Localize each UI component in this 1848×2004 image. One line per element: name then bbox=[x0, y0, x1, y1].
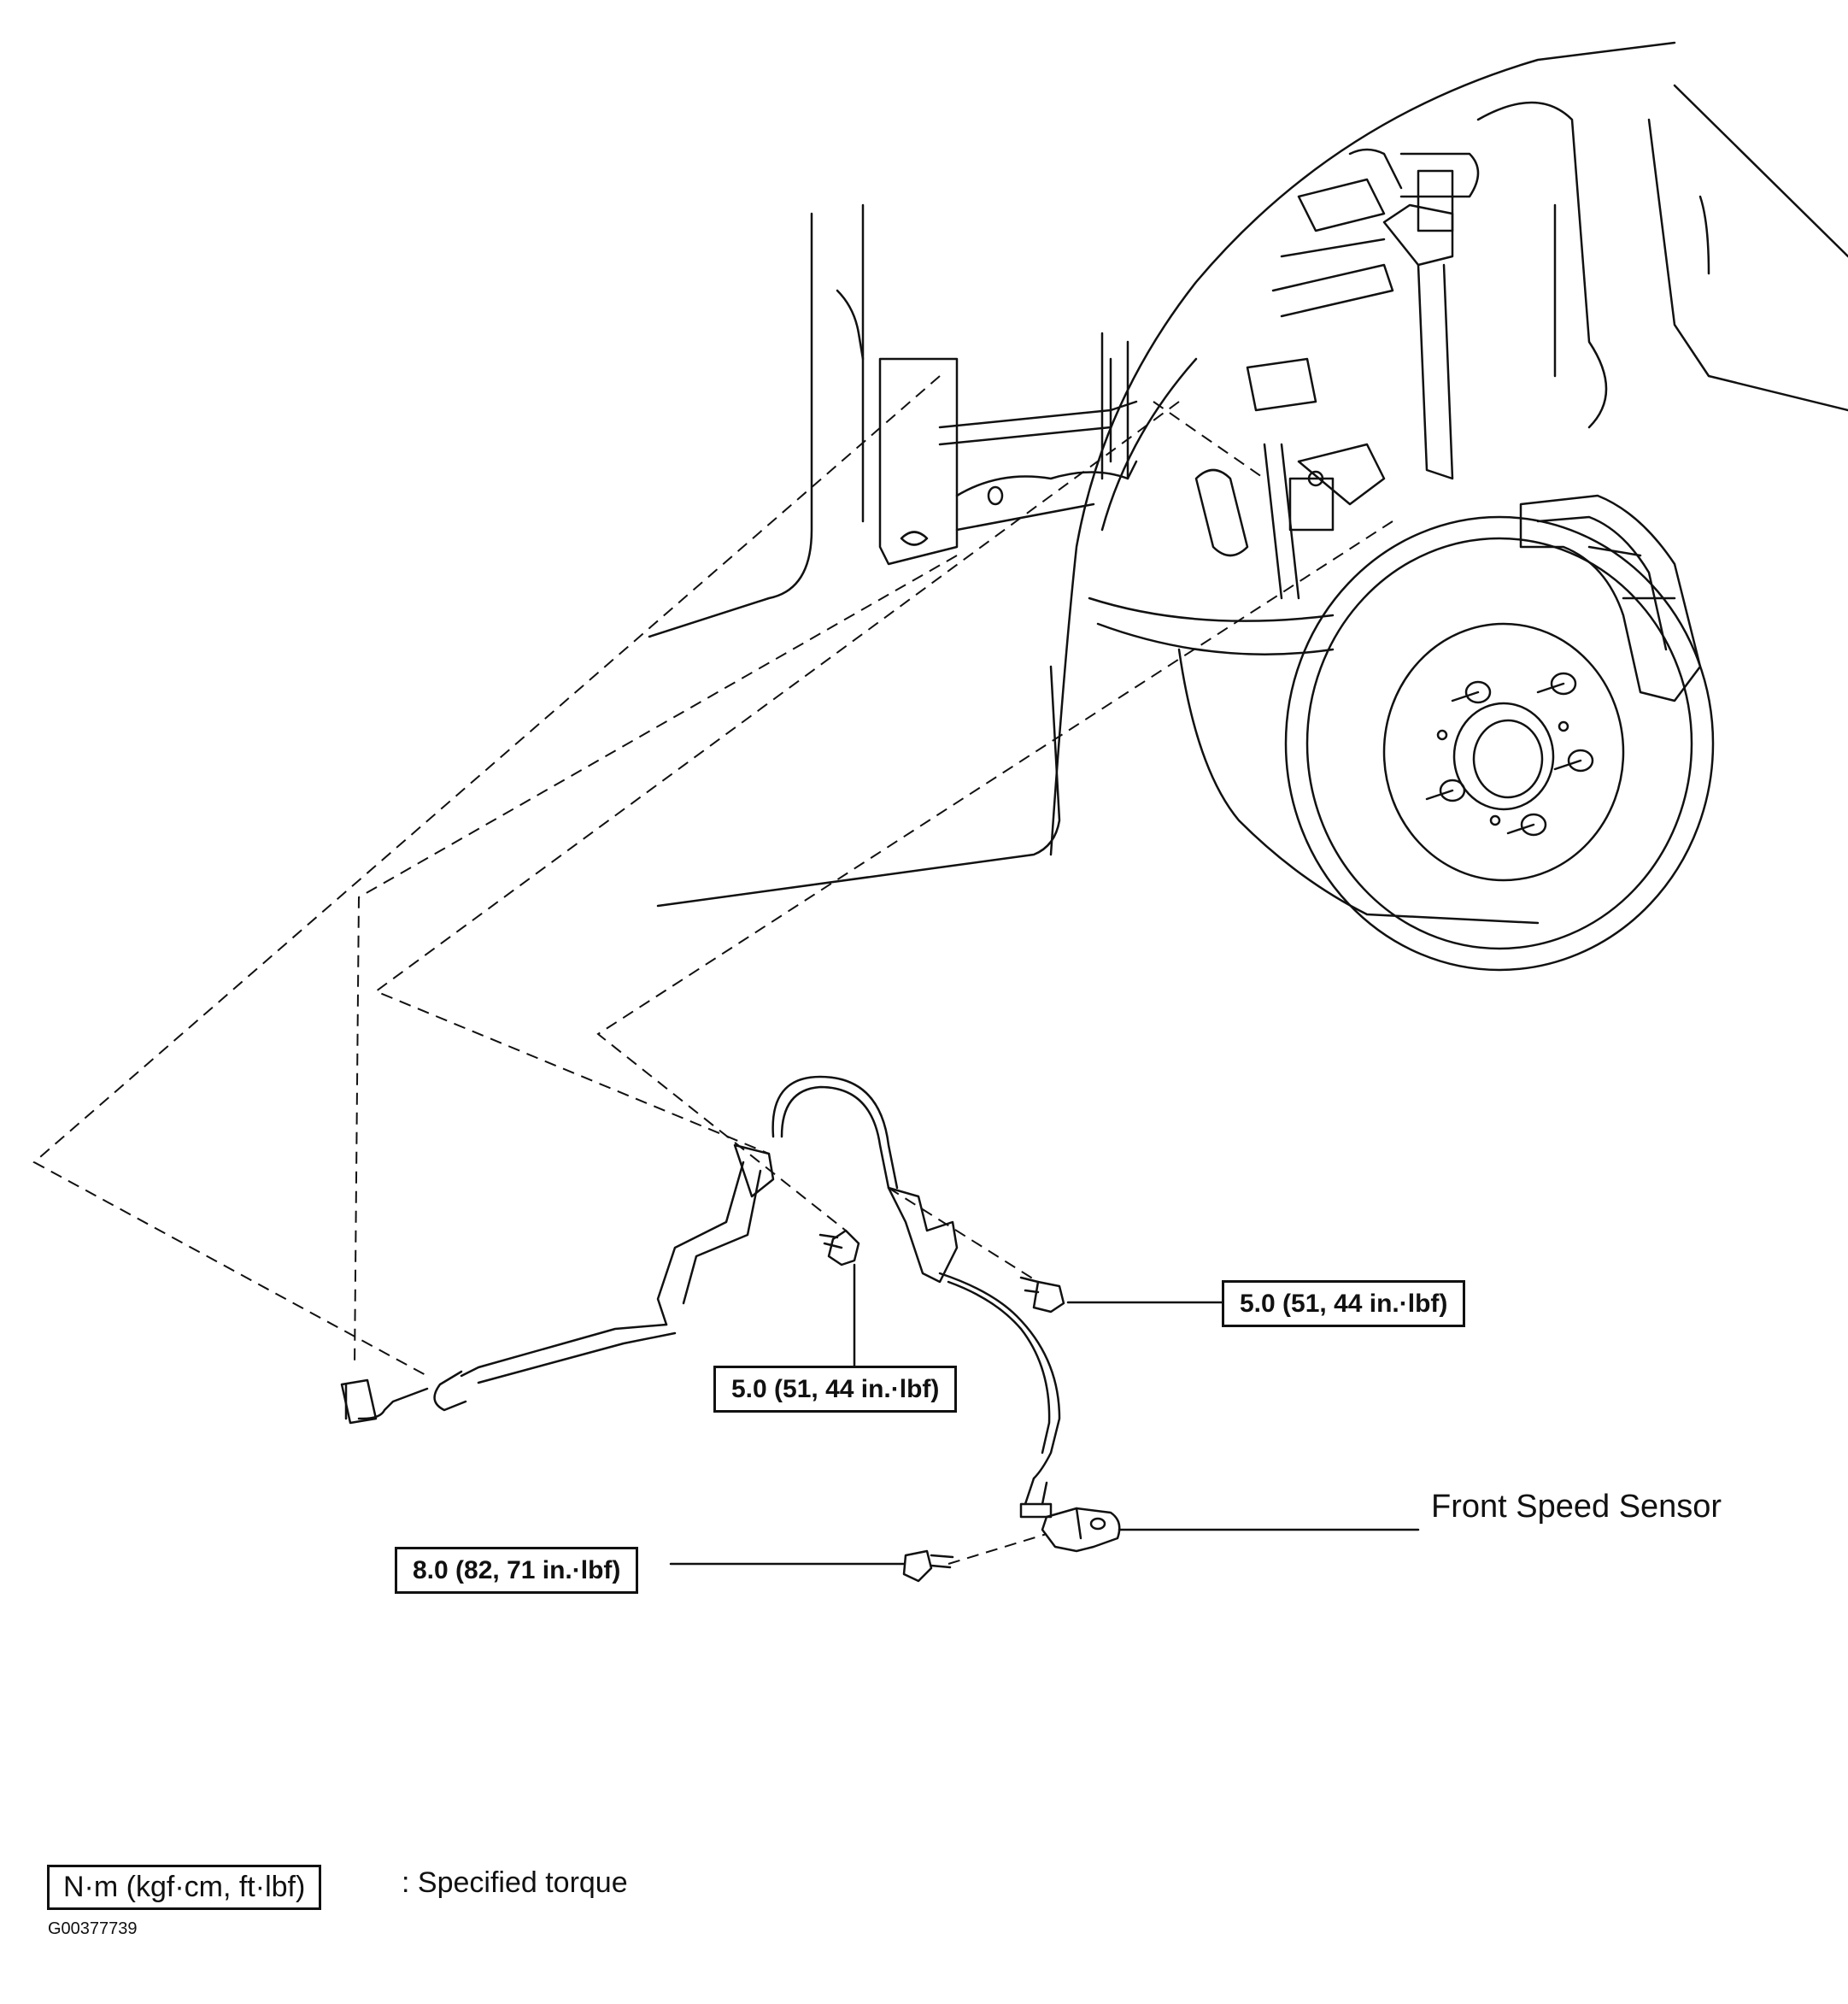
torque-callout-bracket-center: 5.0 (51, 44 in.·lbf) bbox=[713, 1366, 958, 1413]
brake-caliper bbox=[1519, 494, 1702, 702]
legend-unit-box: N·m (kgf·cm, ft·lbf) bbox=[47, 1865, 322, 1910]
bolt-sensor bbox=[902, 1549, 954, 1583]
torque-callout-bracket-right: 5.0 (51, 44 in.·lbf) bbox=[1222, 1280, 1466, 1327]
bolt-right bbox=[1019, 1276, 1065, 1313]
sensor-harness bbox=[340, 1075, 1061, 1519]
front-speed-sensor bbox=[1041, 1507, 1121, 1553]
sensor-label: Front Speed Sensor bbox=[1431, 1489, 1722, 1525]
suspension-strut bbox=[1194, 84, 1848, 600]
torque-callout-sensor: 8.0 (82, 71 in.·lbf) bbox=[395, 1547, 639, 1594]
wheel-studs bbox=[1425, 672, 1594, 837]
body-panel bbox=[648, 203, 1138, 638]
figure-id: G00377739 bbox=[48, 1919, 138, 1938]
wheel-arch bbox=[656, 41, 1676, 925]
bolt-center bbox=[818, 1229, 860, 1266]
brake-disc bbox=[1284, 515, 1715, 972]
leader-lines bbox=[669, 1263, 1420, 1566]
alignment-lines bbox=[32, 375, 1393, 1565]
legend-description: : Specified torque bbox=[402, 1866, 628, 1899]
